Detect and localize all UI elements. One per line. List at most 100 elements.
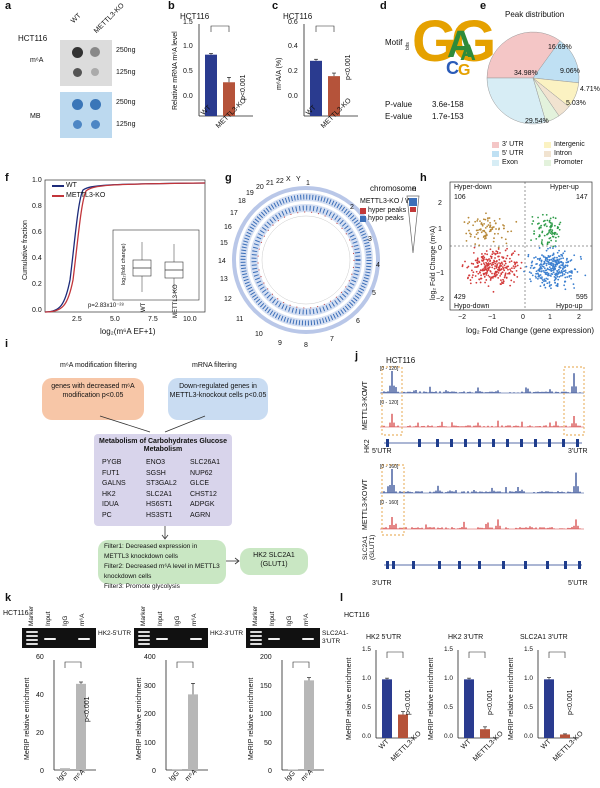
k-gel-2 (134, 628, 208, 648)
i-gene-5-0: PC (102, 511, 112, 519)
f-xlabel: log₂(m⁶A EF+1) (100, 327, 156, 336)
l2-pvalue: p<0.001 (487, 689, 494, 716)
g-chr-3: 3 (368, 236, 372, 243)
e-title: Peak distribution (505, 10, 565, 19)
i-mrna-filter-box: Down-regulated genes in METTL3-knockout … (168, 378, 268, 420)
i-gene-box: Metabolism of Carbohydrates Glucose Meta… (94, 434, 232, 526)
bar-wt (464, 679, 474, 738)
i-gene-2-0: GALNS (102, 480, 126, 487)
b-bar-chart (198, 24, 253, 117)
i-filter-box: Filter1: Decreased expression in METTL3 … (98, 540, 226, 590)
e-legend-5: Exon (502, 159, 518, 166)
l-hk2-5utr-chart (375, 650, 416, 739)
f-ytick-6: 0.0 (32, 307, 42, 314)
i-down-arrow (161, 526, 169, 540)
h-xtick-5: 2 (577, 314, 581, 321)
scatter-cluster-1 (530, 213, 562, 248)
f-ylabel: Cumulative fraction (22, 220, 29, 280)
h-ylabel: log₂ Fold Change (m⁶A) (430, 225, 437, 300)
l2-ytick-1: 1.5 (444, 646, 454, 653)
a-cell-label: HCT116 (18, 34, 48, 43)
i-merge-arrows (99, 415, 206, 433)
bar-igg (60, 768, 70, 770)
c-ytick-4: 0.0 (288, 93, 298, 100)
pie-slice-exon (486, 77, 547, 125)
g-chr-y: Y (296, 176, 301, 183)
b-ylabel: Relative mRNA m⁶A level (172, 31, 179, 110)
panel-label-d: d (380, 0, 387, 12)
l3-pvalue: p<0.001 (567, 689, 574, 716)
f-xtick-3: 7.5 (148, 316, 158, 323)
j-track-wt-2: WT (362, 479, 369, 490)
j-range-4: [0 - 160] (380, 500, 399, 506)
d-evalue-label: E-value (385, 112, 413, 121)
j-igv-tracks (380, 366, 585, 569)
scatter-cluster-0 (463, 212, 518, 249)
k-gel-3 (246, 628, 320, 648)
bar-mettl3-ko (328, 76, 340, 116)
k2-ytick-4: 100 (144, 740, 156, 747)
d-bits-label: bits (405, 42, 411, 50)
c-ytick-2: 0.4 (288, 43, 298, 50)
i-gene-4-0: IDUA (102, 501, 119, 508)
bar-m-a (76, 683, 86, 770)
i-gene-1-1: SGSH (146, 469, 166, 477)
i-gene-4-2: ADPGK (190, 501, 215, 508)
panel-label-f: f (5, 172, 9, 184)
i-gene-3-0: HK2 (102, 490, 116, 498)
h-xtick-3: 0 (521, 314, 525, 321)
f-xtick-4: 10.0 (183, 316, 197, 323)
j-track-ko-2: METTL3-KO (362, 490, 369, 530)
h-n-hypo-down: 429 (454, 294, 466, 301)
i-gene-0-0: PYGB (102, 459, 122, 466)
k3-ytick-3: 100 (260, 711, 272, 718)
l1-ytick-3: 0.5 (362, 704, 372, 711)
j-utr-5-b: 5'UTR (568, 580, 588, 587)
k1-ytick-4: 0 (40, 768, 44, 775)
h-ytick-4: −1 (436, 270, 444, 277)
i-gene-1-0: FUT1 (102, 469, 120, 477)
k-gel-1-lane-0: Marker (28, 605, 35, 626)
g-chr-5: 5 (372, 290, 376, 297)
e-legend-4: Intron (554, 150, 572, 157)
g-chr-4: 4 (376, 262, 380, 269)
i-gene-4-1: HS6ST1 (146, 501, 173, 508)
b-ytick-4: 0.0 (183, 93, 193, 100)
d-pvalue: 3.6e-158 (432, 100, 464, 109)
h-q-hyper-down: Hyper-down (454, 184, 492, 191)
d-motif-label: Motif (385, 38, 403, 47)
significance-bracket (386, 651, 404, 658)
f-legend-wt-line (52, 185, 64, 187)
l3-ytick-1: 1.5 (524, 646, 534, 653)
k1-ytick-1: 60 (36, 654, 44, 661)
significance-bracket (292, 661, 310, 668)
j-utr-3-b: 3'UTR (372, 580, 392, 587)
j-highlight-box-2 (381, 464, 405, 536)
bar-wt (205, 54, 217, 116)
a-m6a-label: m⁶A (30, 57, 44, 64)
k3-ytick-4: 50 (264, 740, 272, 747)
i-gene-5-2: AGRN (190, 511, 211, 519)
g-chr-2: 2 (350, 204, 354, 211)
h-xtick-2: −1 (488, 314, 496, 321)
e-legend-3: 5' UTR (502, 150, 524, 157)
l-title-1: HK2 5'UTR (366, 634, 402, 641)
e-slice-47: 4.71% (580, 86, 600, 93)
e-legend-6: Promoter (554, 159, 583, 166)
j-cell-label: HCT116 (386, 356, 416, 365)
e-slice-295: 29.54% (525, 118, 549, 125)
e-pie-chart (486, 31, 580, 125)
j-hk2-ko-track (380, 413, 584, 428)
panel-label-e: e (480, 0, 487, 12)
g-chr-9: 9 (278, 340, 282, 347)
h-n-hyper-up: 147 (576, 194, 588, 201)
e-slice-9: 9.06% (560, 68, 580, 75)
l-title-3: SLC2A1 3'UTR (520, 634, 568, 641)
significance-bracket (548, 651, 566, 658)
a-mb-label: MB (30, 113, 41, 120)
l-hk2-3utr-chart (457, 650, 498, 739)
significance-bracket (176, 661, 194, 668)
c-pvalue: p<0.001 (345, 54, 352, 81)
scatter-cluster-3 (523, 245, 587, 291)
d-motif-logo: GG A A C G (412, 9, 496, 79)
